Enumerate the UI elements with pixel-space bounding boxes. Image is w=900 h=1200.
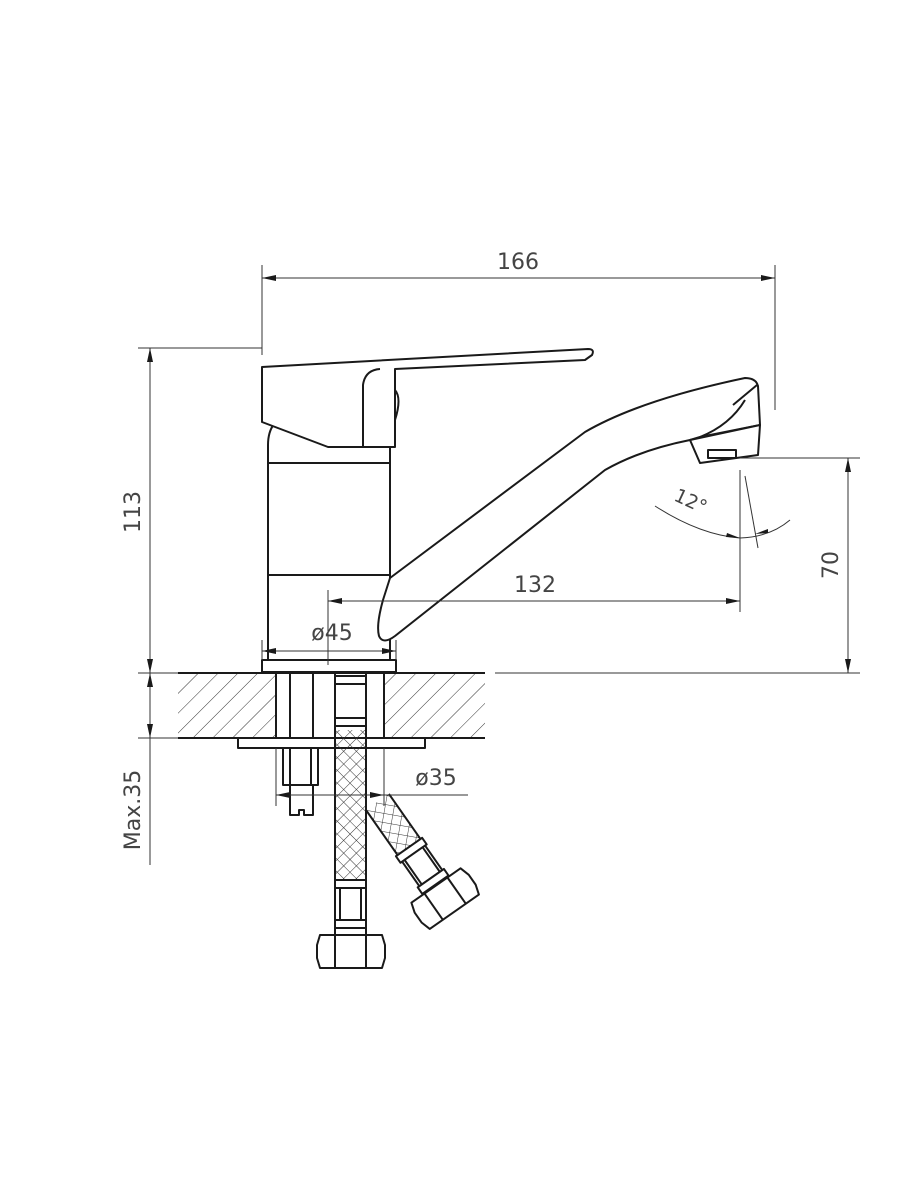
mounting-hardware bbox=[237, 737, 426, 816]
dimension-label-132: 132 bbox=[514, 573, 556, 598]
dimension-spout-height: 70 bbox=[495, 457, 860, 674]
supply-hose-straight bbox=[316, 673, 386, 969]
dimension-label-12deg: 12° bbox=[671, 484, 711, 518]
dimension-body-diameter: ø45 bbox=[261, 621, 397, 660]
dimension-overall-length: 166 bbox=[261, 250, 776, 410]
dimension-spout-reach: 132 bbox=[327, 470, 741, 665]
dimension-label-113: 113 bbox=[121, 491, 146, 533]
dimension-label-d35: ø35 bbox=[415, 766, 456, 791]
lever-handle bbox=[261, 348, 594, 448]
dimension-label-70: 70 bbox=[819, 551, 844, 579]
faucet-body bbox=[261, 423, 397, 673]
countertop bbox=[178, 672, 485, 739]
dimension-overall-height: 113 bbox=[121, 347, 262, 674]
dimension-label-d45: ø45 bbox=[311, 621, 352, 646]
supply-hose-angled bbox=[365, 793, 480, 930]
spout bbox=[377, 377, 761, 642]
dimension-spout-angle: 12° bbox=[654, 475, 791, 549]
dimension-label-166: 166 bbox=[497, 250, 539, 275]
dimension-mount-diameter: ø35 bbox=[275, 748, 468, 806]
dimension-label-max35: Max.35 bbox=[121, 770, 146, 850]
dimension-max-thickness: Max.35 bbox=[121, 673, 178, 865]
